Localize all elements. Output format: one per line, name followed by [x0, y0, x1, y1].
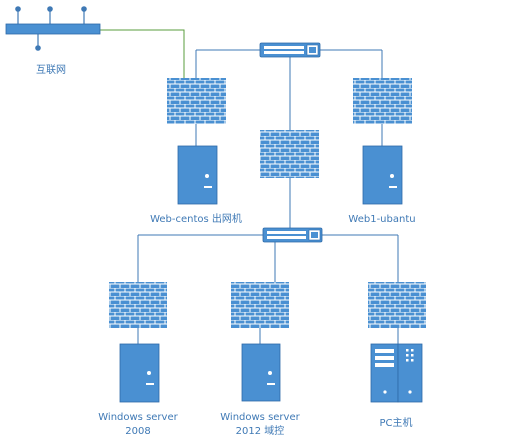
connections [137, 49, 399, 344]
internal-switch[interactable] [262, 227, 323, 243]
pc-label: PC主机 [379, 416, 412, 429]
web-centos-label: Web-centos 出网机 [150, 212, 242, 225]
internet-router[interactable] [5, 6, 101, 51]
firewall-core[interactable] [260, 130, 319, 178]
firewall-win2008[interactable] [109, 282, 167, 328]
server-tower-icon [119, 343, 160, 403]
pc-host[interactable] [370, 343, 423, 403]
server-win2012[interactable] [241, 343, 281, 402]
firewall-pc[interactable] [368, 282, 426, 328]
server-win2008[interactable] [119, 343, 160, 403]
server-tower-icon [362, 145, 403, 205]
server-tower-icon [241, 343, 281, 402]
server-web-centos[interactable] [177, 145, 218, 205]
router-icon [5, 23, 101, 35]
web1-ubuntu-label: Web1-ubantu [348, 214, 415, 225]
win2012-label-line2: 2012 域控 [236, 424, 285, 437]
top-switch[interactable] [259, 42, 321, 58]
internet-label: 互联网 [36, 64, 66, 76]
pc-tower-icon [370, 343, 423, 403]
win2012-label-line1: Windows server [220, 412, 300, 423]
server-web1-ubuntu[interactable] [362, 145, 403, 205]
win2008-label-line2: 2008 [125, 426, 150, 437]
firewall-win2012[interactable] [231, 282, 289, 328]
server-tower-icon [177, 145, 218, 205]
firewall-web-centos[interactable] [167, 78, 226, 124]
firewall-web1-ubuntu[interactable] [353, 78, 412, 124]
win2008-label-line1: Windows server [98, 412, 178, 423]
